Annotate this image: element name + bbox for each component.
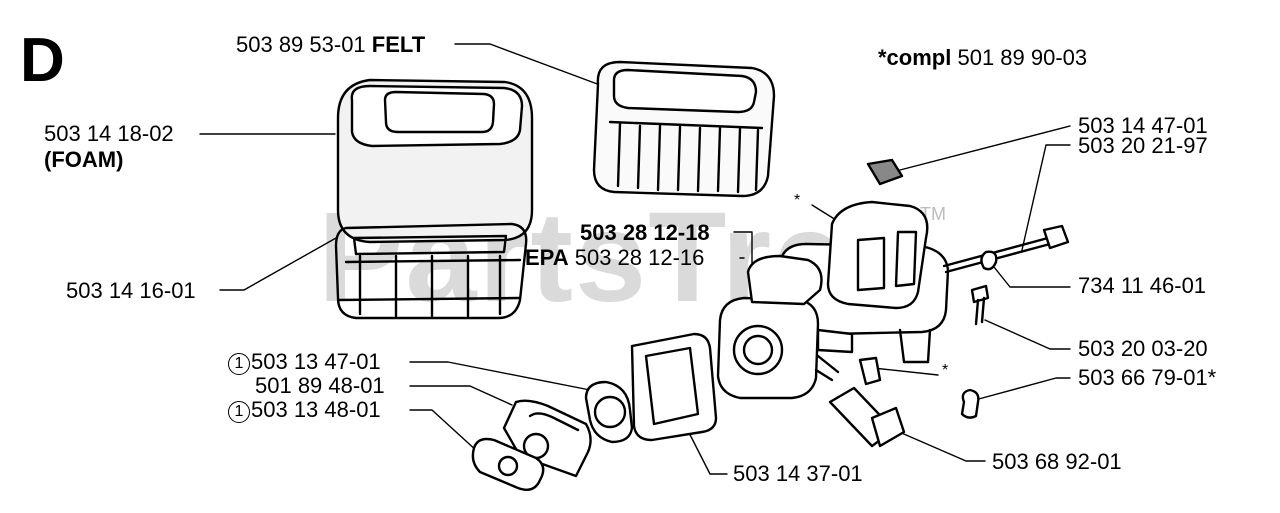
label-screw: 503 20 03-20 bbox=[1078, 336, 1208, 361]
bracket-drawing bbox=[866, 158, 904, 186]
gasket-round-drawing bbox=[584, 380, 634, 444]
carburetor-drawing bbox=[716, 254, 854, 400]
label-foam-name: (FOAM) bbox=[44, 147, 124, 172]
note-prefix: *compl bbox=[878, 45, 952, 70]
label-felt: 503 89 53-01 FELT bbox=[236, 33, 425, 57]
knob-drawing bbox=[960, 388, 980, 419]
asterisk-marker-elbow: * bbox=[942, 362, 949, 379]
foam-filter-drawing bbox=[336, 78, 534, 244]
label-adapter: 501 89 48-01 bbox=[255, 373, 385, 398]
felt-part-number: 503 89 53-01 bbox=[236, 32, 366, 57]
section-letter: D bbox=[20, 26, 65, 95]
gasket-a-part: 503 13 47-01 bbox=[251, 349, 381, 374]
callout-marker-1: 1 bbox=[228, 353, 250, 375]
epa-prefix: EPA bbox=[525, 245, 569, 270]
gasket-small-drawing bbox=[471, 437, 545, 491]
label-washer: 734 11 46-01 bbox=[1078, 273, 1207, 298]
epa-part: 503 28 12-16 bbox=[574, 245, 705, 270]
gasket-rect-drawing bbox=[630, 332, 718, 442]
label-carburetor: 503 28 12-18 bbox=[580, 220, 710, 245]
label-foam-part: 503 14 18-02 bbox=[44, 121, 174, 146]
elbow-small-drawing bbox=[858, 356, 882, 386]
asterisk-marker-base: * bbox=[794, 192, 801, 209]
intake-tube-drawing bbox=[828, 386, 906, 448]
filter-frame-drawing bbox=[334, 222, 528, 320]
label-elbow: 503 68 92-01 bbox=[992, 449, 1122, 474]
felt-name: FELT bbox=[371, 32, 426, 57]
note-part: 501 89 90-03 bbox=[957, 45, 1088, 70]
callout-marker-2: 1 bbox=[228, 401, 250, 423]
label-bolt: 503 20 21-97 bbox=[1078, 133, 1208, 158]
screw-drawing bbox=[970, 284, 990, 326]
label-gasket-c: 503 14 37-01 bbox=[733, 461, 863, 486]
label-bracket: 503 14 47-01 bbox=[1078, 113, 1208, 138]
long-bolt-drawing bbox=[942, 224, 1070, 274]
gasket-b-part: 503 13 48-01 bbox=[251, 397, 381, 422]
felt-filter-drawing bbox=[592, 60, 776, 198]
label-epa: EPA 503 28 12-16 bbox=[525, 246, 704, 270]
label-knob: 503 66 79-01* bbox=[1078, 365, 1217, 390]
complete-kit-note: *compl 501 89 90-03 bbox=[878, 46, 1087, 70]
label-frame: 503 14 16-01 bbox=[66, 278, 196, 303]
